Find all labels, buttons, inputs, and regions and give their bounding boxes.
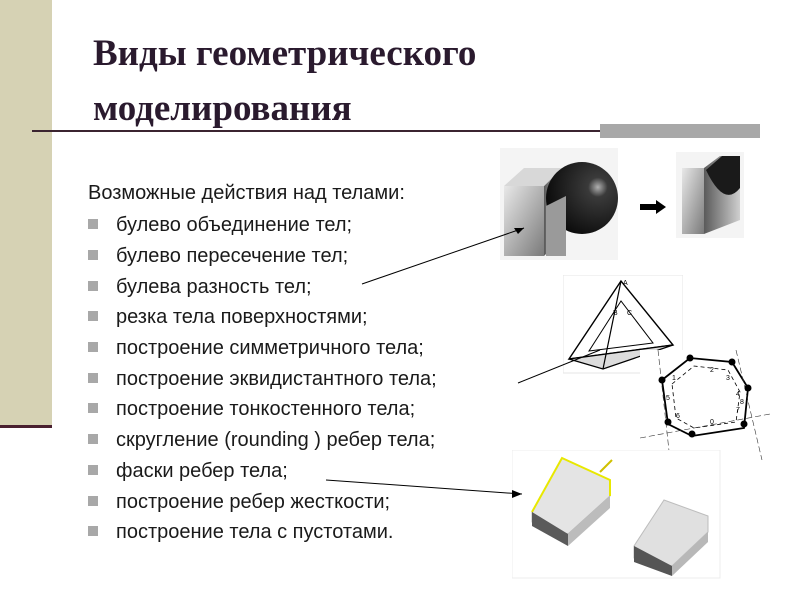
vertex-dot — [658, 376, 666, 384]
result-front-face — [682, 168, 704, 234]
square-bullet-icon — [88, 342, 98, 353]
block-side-face — [568, 496, 610, 546]
square-bullet-icon — [88, 403, 98, 414]
vertex-dot — [688, 430, 696, 438]
pyramid-label-c: C — [627, 310, 632, 317]
list-item: построение симметричного тела; — [88, 333, 437, 364]
cube-front-face — [504, 186, 544, 256]
list-item: построение ребер жесткости; — [88, 486, 437, 517]
square-bullet-icon — [88, 495, 98, 506]
vertex-label: 1 — [672, 375, 676, 382]
left-accent-bar — [0, 0, 52, 427]
intro-text: Возможные действия над телами: — [88, 182, 405, 204]
vertex-dot — [664, 418, 672, 426]
second-block-front-face — [634, 546, 672, 576]
chamfer-highlight-edge — [531, 456, 611, 513]
vertex-label: 3 — [726, 375, 730, 382]
operations-list: булево объединение тел; булево пересечен… — [88, 210, 437, 548]
list-item: скругление (rounding ) ребер тела; — [88, 425, 437, 456]
square-bullet-icon — [88, 219, 98, 230]
vertex-dot — [740, 420, 748, 428]
connector-arrowhead — [514, 228, 524, 234]
slide-title-line-1: Виды геометрического — [93, 33, 477, 74]
result-sphere-cut — [706, 156, 740, 195]
axis-line — [657, 350, 671, 460]
pyramid-inner — [588, 300, 654, 352]
chamfer-figure — [512, 450, 722, 580]
vertex-label: 0 — [710, 419, 714, 426]
square-bullet-icon — [88, 434, 98, 445]
connector-line — [361, 227, 525, 285]
cube-cut-face — [546, 196, 566, 256]
connector-line — [517, 349, 601, 384]
vertex-label: 4 — [736, 391, 740, 398]
list-item: булево пересечение тел; — [88, 241, 437, 272]
list-item: резка тела поверхностями; — [88, 302, 437, 333]
title-underline-accent — [600, 124, 760, 138]
list-item: построение тонкостенного тела; — [88, 394, 437, 425]
pyramid-edge — [602, 280, 622, 370]
connector-line — [325, 479, 523, 495]
vertex-dot — [728, 358, 736, 366]
vertex-dot — [744, 384, 752, 392]
square-bullet-icon — [88, 311, 98, 322]
outer-contour — [661, 357, 749, 437]
slide-title-line-2: моделирования — [93, 88, 352, 129]
list-item: построение тела с пустотами. — [88, 517, 437, 548]
vertex-label: 6 — [676, 413, 680, 420]
second-block-side-face — [672, 532, 708, 576]
vertex-label: 8 — [740, 399, 744, 406]
left-accent-bar-edge — [0, 425, 52, 428]
block-front-face — [532, 512, 568, 546]
pyramid-apex-label: A — [623, 280, 628, 287]
vertex-label: 5 — [666, 395, 670, 402]
vertex-dot — [686, 354, 694, 362]
boolean-union-figure — [500, 148, 750, 263]
axis-line — [640, 413, 770, 439]
vertex-label: 2 — [710, 367, 714, 374]
list-item: фаски ребер тела; — [88, 456, 437, 487]
arrow-right-icon — [640, 200, 666, 214]
list-item: булева разность тел; — [88, 271, 437, 302]
vertex-label: 7 — [736, 407, 740, 414]
chamfer-highlight-tick — [599, 459, 613, 473]
inner-contour — [671, 365, 741, 429]
cube-top-face — [504, 168, 562, 186]
square-bullet-icon — [88, 280, 98, 291]
slide-title: Виды геометрического моделирования — [93, 26, 653, 136]
axis-line — [735, 350, 763, 460]
square-bullet-icon — [88, 464, 98, 475]
square-bullet-icon — [88, 372, 98, 383]
list-item: построение эквидистантного тела; — [88, 363, 437, 394]
connector-arrowhead — [512, 490, 522, 498]
square-bullet-icon — [88, 526, 98, 537]
list-item: булево объединение тел; — [88, 210, 437, 241]
pyramid-label-b: B — [613, 310, 618, 317]
polygon-image-bg — [640, 350, 770, 460]
square-bullet-icon — [88, 250, 98, 261]
equidistant-figure: 1 2 3 4 5 6 7 0 8 — [640, 350, 770, 460]
title-underline — [32, 130, 760, 132]
